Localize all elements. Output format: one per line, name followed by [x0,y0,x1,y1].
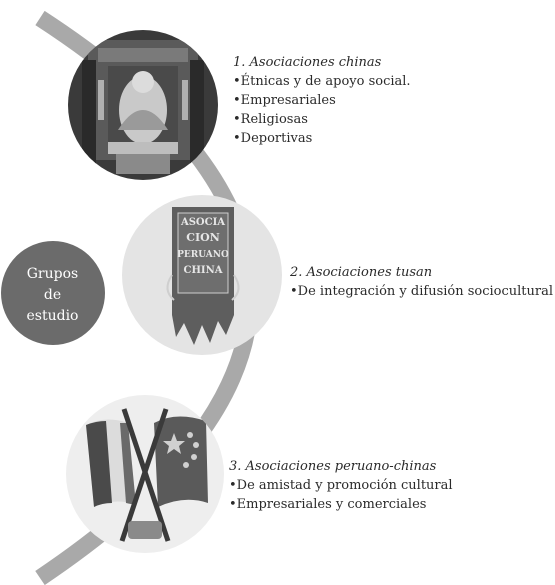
group-item: Empresariales [233,91,411,110]
group-2: 2. Asociaciones tusan De integración y d… [290,263,553,301]
banner-text-line: CHINA [184,265,223,276]
center-label: Grupos de estudio [0,243,105,348]
group-item: Deportivas [233,129,411,148]
banner-text-line: CION [186,231,220,244]
group-item: Empresariales y comerciales [229,495,453,514]
group-3: 3. Asociaciones peruano-chinas De amista… [229,457,453,514]
group-item: De integración y difusión sociocultural [290,282,553,301]
center-label-line: estudio [26,308,79,324]
group-item: Étnicas y de apoyo social. [233,72,411,91]
group-item: De amistad y promoción cultural [229,476,453,495]
group-title: 2. Asociaciones tusan [290,265,433,280]
banner-photo: ASOCIA CION PERUANO CHINA [122,195,282,355]
flags-photo [66,395,224,553]
group-title: 3. Asociaciones peruano-chinas [229,459,437,474]
group-item: Religiosas [233,110,411,129]
center-label-line: de [43,287,62,303]
group-title: 1. Asociaciones chinas [233,55,382,70]
group-1: 1. Asociaciones chinas Étnicas y de apoy… [233,53,411,148]
temple-photo [68,30,218,180]
center-label-line: Grupos [26,266,79,282]
center-circle [1,241,105,345]
banner-text-line: ASOCIA [180,217,225,228]
banner-text-line: PERUANO [177,250,229,260]
